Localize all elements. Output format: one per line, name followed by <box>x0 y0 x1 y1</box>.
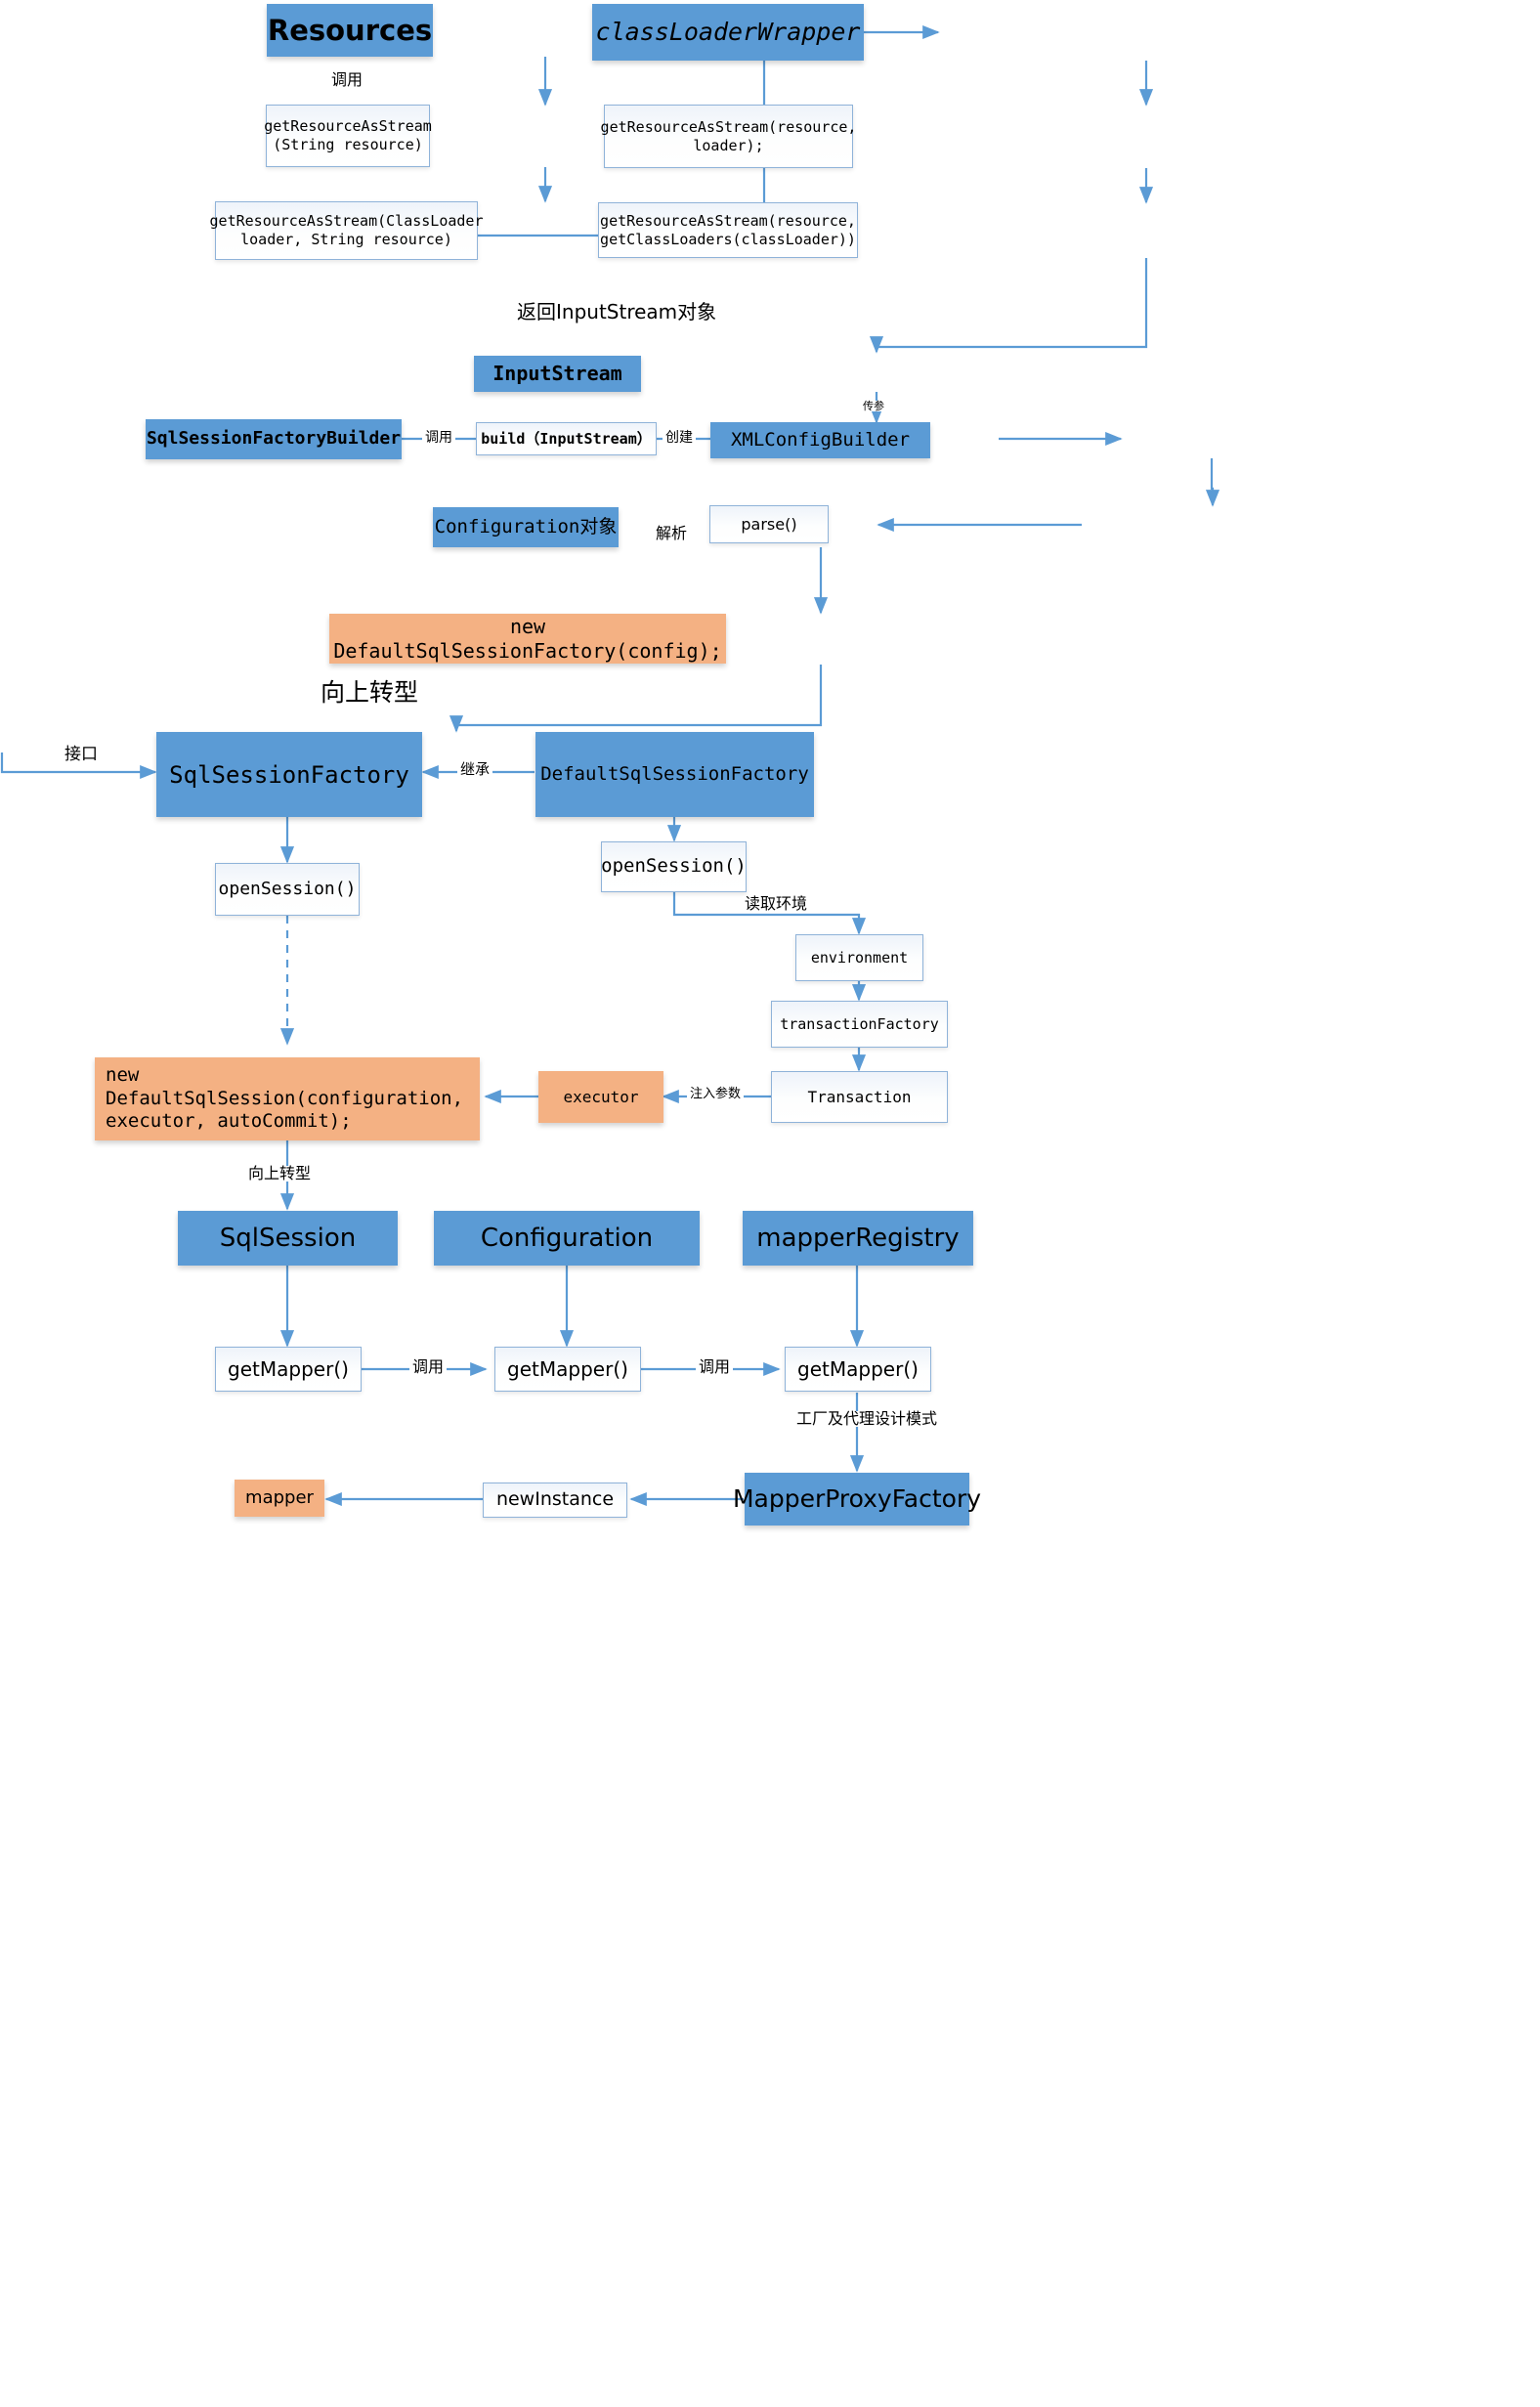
node-defaultsqlsessionfactory[interactable]: DefaultSqlSessionFactory <box>535 732 814 817</box>
node-new-defaultsqlsession[interactable]: new DefaultSqlSession(configuration, exe… <box>95 1057 480 1140</box>
node-label: getResourceAsStream (String resource) <box>264 117 432 153</box>
node-configuration-object[interactable]: Configuration对象 <box>433 507 619 547</box>
edge-label-inherit: 继承 <box>457 762 493 777</box>
node-parse[interactable]: parse() <box>709 505 829 543</box>
edge-label-upcast-2: 向上转型 <box>245 1166 315 1182</box>
node-sqlsessionfactory[interactable]: SqlSessionFactory <box>156 732 422 817</box>
node-xmlconfigbuilder[interactable]: XMLConfigBuilder <box>710 422 930 458</box>
edge-label-call-4: 调用 <box>696 1359 734 1375</box>
node-label: Configuration对象 <box>434 515 618 537</box>
node-label: environment <box>810 948 909 967</box>
node-label: SqlSession <box>219 1223 357 1253</box>
node-sqlsessionfactorybuilder[interactable]: SqlSessionFactoryBuilder <box>146 419 402 459</box>
node-transactionfactory[interactable]: transactionFactory <box>771 1001 948 1048</box>
node-label: Resources <box>267 13 433 47</box>
node-label: MapperProxyFactory <box>732 1484 982 1514</box>
node-label: SqlSessionFactoryBuilder <box>146 428 402 450</box>
node-label: getResourceAsStream(resource, loader); <box>600 117 857 154</box>
node-getresourceasstream-resource-loader[interactable]: getResourceAsStream(resource, loader); <box>601 105 856 168</box>
edge-label-upcast-1: 向上转型 <box>318 680 422 705</box>
node-resources[interactable]: Resources <box>267 4 433 57</box>
node-newinstance[interactable]: newInstance <box>483 1483 627 1518</box>
node-label: new DefaultSqlSession(configuration, exe… <box>106 1063 464 1133</box>
node-opensession-right[interactable]: openSession() <box>601 841 747 892</box>
edge-label-read-env: 读取环境 <box>742 896 811 912</box>
edge-label-inject-param: 注入参数 <box>687 1088 745 1100</box>
node-label: Configuration <box>480 1223 654 1253</box>
node-inputstream[interactable]: InputStream <box>474 356 641 392</box>
node-label: getResourceAsStream(ClassLoader loader, … <box>209 212 484 248</box>
node-label: openSession() <box>218 878 357 899</box>
edge-label-call-3: 调用 <box>409 1359 448 1375</box>
node-label: XMLConfigBuilder <box>730 428 911 451</box>
edge-label-create: 创建 <box>663 431 696 445</box>
node-label: classLoaderWrapper <box>595 18 861 47</box>
node-label: Transaction <box>807 1087 912 1106</box>
edge-label-factory-proxy: 工厂及代理设计模式 <box>793 1411 941 1427</box>
node-label: new DefaultSqlSessionFactory(config); <box>333 614 722 663</box>
node-getmapper-configuration[interactable]: getMapper() <box>494 1347 641 1392</box>
node-transaction[interactable]: Transaction <box>771 1071 948 1123</box>
node-label: mapperRegistry <box>756 1223 960 1253</box>
node-label: newInstance <box>495 1488 615 1511</box>
node-getmapper-mapperregistry[interactable]: getMapper() <box>785 1347 931 1392</box>
edge-label-parse: 解析 <box>653 526 691 541</box>
node-label: getResourceAsStream(resource, getClassLo… <box>600 211 856 248</box>
node-new-defaultsqlsessionfactory[interactable]: new DefaultSqlSessionFactory(config); <box>329 614 726 664</box>
node-label: DefaultSqlSessionFactory <box>540 762 809 785</box>
node-label: InputStream <box>492 362 622 385</box>
edge-label-interface: 接口 <box>62 747 101 763</box>
node-sqlsession[interactable]: SqlSession <box>178 1211 398 1266</box>
edge-label-pass-param: 传参 <box>860 401 887 411</box>
node-label: transactionFactory <box>780 1014 939 1033</box>
node-getmapper-sqlsession[interactable]: getMapper() <box>215 1347 362 1392</box>
edge-label-return-inputstream: 返回InputStream对象 <box>514 302 720 322</box>
node-label: parse() <box>741 514 797 534</box>
node-label: build（InputStream） <box>481 429 652 448</box>
node-mapperproxyfactory[interactable]: MapperProxyFactory <box>733 1473 981 1526</box>
node-classloaderwrapper[interactable]: classLoaderWrapper <box>592 4 864 61</box>
node-getresourceasstream-getclassloaders[interactable]: getResourceAsStream(resource, getClassLo… <box>598 202 858 258</box>
node-environment[interactable]: environment <box>795 934 923 981</box>
node-getresourceasstream-string[interactable]: getResourceAsStream (String resource) <box>264 105 432 167</box>
node-mapper[interactable]: mapper <box>235 1480 324 1517</box>
node-label: getMapper() <box>797 1356 919 1381</box>
node-getresourceasstream-classloader[interactable]: getResourceAsStream(ClassLoader loader, … <box>210 201 483 260</box>
node-label: SqlSessionFactory <box>169 760 409 789</box>
node-label: mapper <box>245 1486 314 1508</box>
node-label: getMapper() <box>228 1356 349 1381</box>
node-mapperregistry[interactable]: mapperRegistry <box>743 1211 973 1266</box>
node-build[interactable]: build（InputStream） <box>476 422 657 455</box>
edge-label-call-2: 调用 <box>422 431 455 445</box>
edge-label-call-1: 调用 <box>328 72 366 88</box>
node-label: getMapper() <box>507 1356 628 1381</box>
node-opensession-left[interactable]: openSession() <box>215 863 360 916</box>
node-executor[interactable]: executor <box>538 1071 663 1123</box>
node-label: openSession() <box>601 855 747 878</box>
node-configuration[interactable]: Configuration <box>434 1211 700 1266</box>
node-label: executor <box>563 1087 639 1106</box>
